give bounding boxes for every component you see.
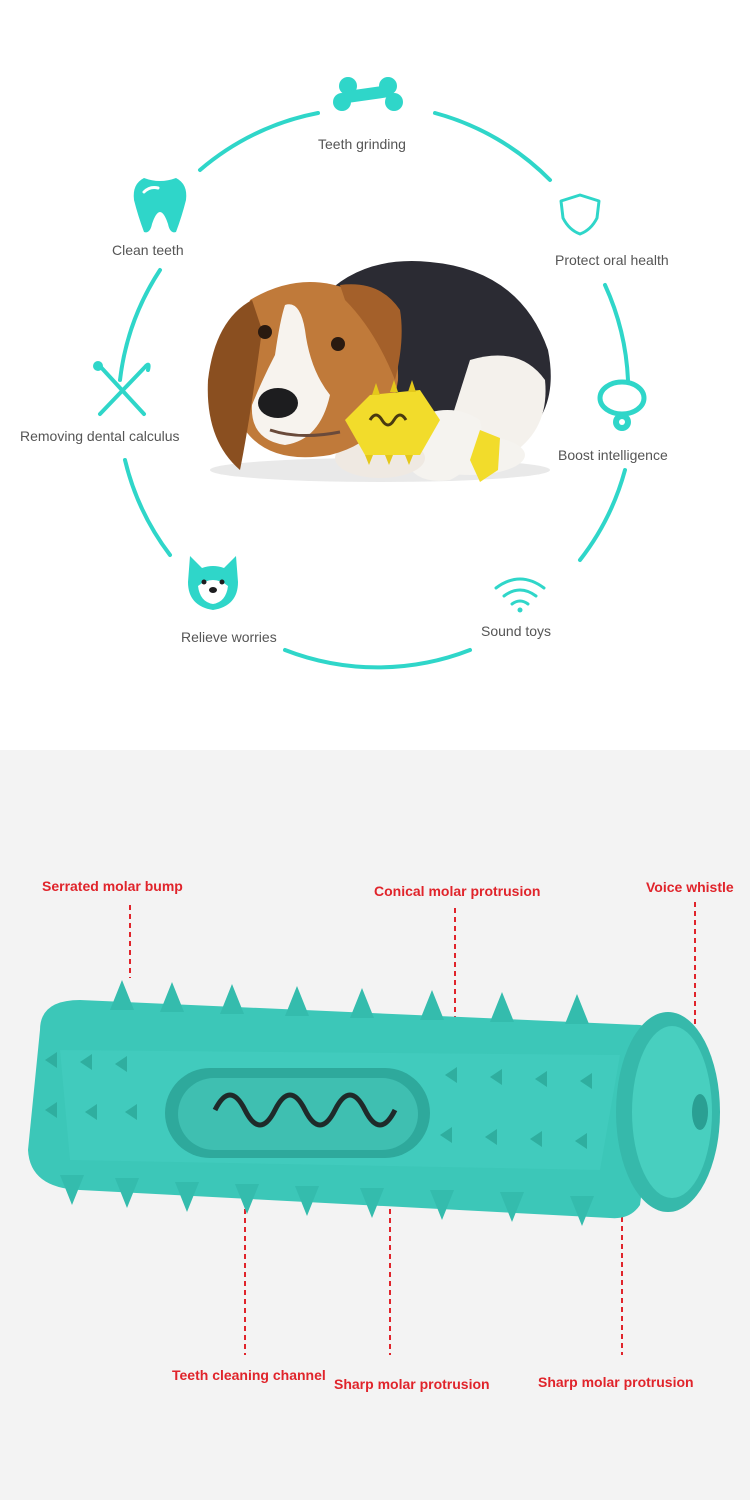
- ring-arc: [283, 648, 472, 670]
- feature-label-removing-dental-calculus: Removing dental calculus: [20, 428, 180, 444]
- callout-serrated-molar-bump: Serrated molar bump: [42, 878, 183, 894]
- features-ring: [118, 111, 630, 670]
- spring-coil: [212, 1092, 398, 1128]
- sound-waves-icon: [492, 576, 548, 614]
- callout-voice-whistle: Voice whistle: [646, 879, 734, 895]
- callout-sharp-molar-protrusion: Sharp molar protrusion: [334, 1376, 490, 1392]
- teal-chew-toy: [28, 980, 720, 1226]
- tooth-icon: [130, 174, 190, 236]
- callout-sharp-molar-protrusion-right: Sharp molar protrusion: [538, 1374, 694, 1390]
- chew-toy-diagram: [28, 902, 720, 1355]
- yellow-chew-toy: [345, 380, 500, 482]
- feature-label-teeth-grinding: Teeth grinding: [318, 136, 406, 152]
- collar-icon: [596, 378, 648, 436]
- ring-arc: [433, 111, 552, 182]
- ring-arc: [118, 268, 162, 382]
- ring-arc: [198, 111, 320, 172]
- ring-arc: [578, 468, 627, 562]
- dental-tools-icon: [88, 358, 154, 420]
- feature-label-protect-oral-health: Protect oral health: [555, 252, 669, 268]
- shiba-face-icon: [182, 552, 244, 614]
- features-panel: Teeth grinding Clean teeth Protect oral …: [20, 72, 669, 670]
- bone-icon: [330, 72, 406, 116]
- beagle-puppy-illustration: [207, 261, 551, 482]
- shield-icon: [557, 192, 603, 236]
- ring-arc: [123, 458, 172, 557]
- ring-arc: [603, 283, 630, 382]
- feature-label-relieve-worries: Relieve worries: [181, 629, 277, 645]
- feature-label-boost-intelligence: Boost intelligence: [558, 447, 668, 463]
- feature-label-clean-teeth: Clean teeth: [112, 242, 184, 258]
- feature-label-sound-toys: Sound toys: [481, 623, 552, 639]
- callout-teeth-cleaning-channel: Teeth cleaning channel: [172, 1367, 326, 1383]
- product-detail-panel: Serrated molar bump Conical molar protru…: [0, 750, 750, 1500]
- callout-conical-molar-protrusion: Conical molar protrusion: [374, 883, 541, 899]
